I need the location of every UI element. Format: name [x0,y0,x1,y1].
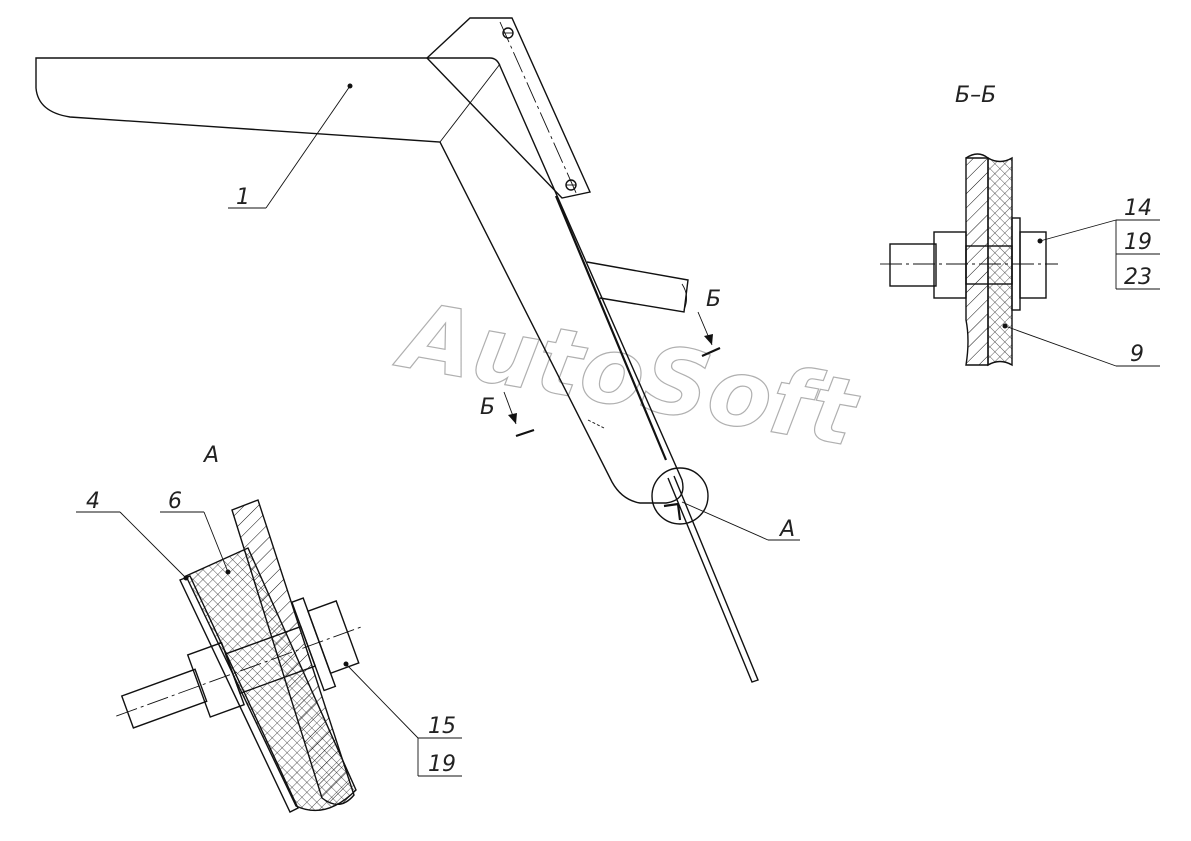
svg-text:Б: Б [706,287,721,312]
label-19-a: 19 [428,752,456,777]
bracket-body [35,57,684,504]
seal-strip [554,195,668,461]
label-14: 14 [1124,196,1152,221]
svg-text:Б: Б [480,395,495,420]
detail-a-title: А [202,443,219,468]
detail-a-circle [651,467,709,525]
side-tab [586,261,689,313]
section-bb-title: Б–Б [955,83,996,108]
cut-mark-lower: Б [480,391,535,438]
rod [667,475,759,683]
section-bb: Б–Б 14 19 23 9 [880,83,1160,367]
detail-a: А 4 6 15 19 [76,443,462,813]
label-1-leader [265,85,351,209]
detail-a-insulation [185,547,357,812]
section-bb-wall [965,157,989,366]
detail-a-leader [681,501,769,541]
cut-mark-upper: Б [697,287,721,358]
watermark: AutoSoft [389,281,867,467]
detail-a-bolt [116,597,365,729]
main-view: А 1 Б Б [35,17,800,683]
label-4: 4 [86,489,100,514]
plate-axis [499,21,578,196]
label-19-bb: 19 [1124,230,1152,255]
detail-a-callout: А [778,517,795,542]
section-bb-head [1019,231,1047,299]
label-9: 9 [1130,342,1144,367]
section-bb-bolt-thread [889,243,937,287]
section-bb-nut [933,231,967,299]
label-23: 23 [1124,265,1152,290]
label-1: 1 [236,185,250,210]
label-15: 15 [428,714,456,739]
label-6: 6 [168,489,182,514]
upper-plate [426,17,591,199]
section-bb-insulation [987,156,1013,367]
